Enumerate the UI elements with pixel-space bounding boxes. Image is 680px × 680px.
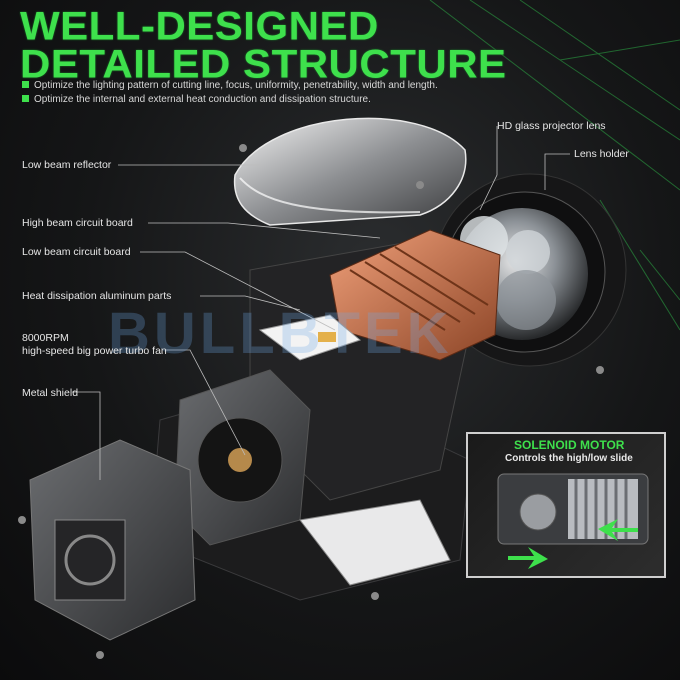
callout-lines	[72, 126, 570, 480]
solenoid-title: SOLENOID MOTOR	[514, 438, 625, 452]
reflector	[233, 117, 467, 226]
label-fan-rpm: 8000RPM	[22, 332, 69, 344]
label-high-beam-board: High beam circuit board	[22, 217, 133, 229]
page-title-line-2: DETAILED STRUCTURE	[20, 41, 507, 86]
circuit-board	[258, 314, 362, 361]
label-fan-desc: high-speed big power turbo fan	[22, 345, 167, 357]
bullet-square-icon	[22, 95, 29, 102]
solenoid-subtitle: Controls the high/low slide	[505, 453, 633, 464]
bullet-item: Optimize the internal and external heat …	[22, 94, 371, 105]
bullet-square-icon	[22, 81, 29, 88]
label-low-beam-reflector: Low beam reflector	[22, 159, 112, 171]
label-lens-holder: Lens holder	[574, 148, 629, 160]
screws	[18, 144, 604, 659]
watermark: BULLBTEK	[108, 301, 453, 366]
label-heat-parts: Heat dissipation aluminum parts	[22, 290, 172, 302]
metal-shield	[29, 439, 196, 641]
page-title-line-1: WELL-DESIGNED	[20, 3, 379, 48]
bullet-item: Optimize the lighting pattern of cutting…	[22, 80, 438, 91]
solenoid-motor-illustration	[497, 473, 649, 569]
bullet-text: Optimize the internal and external heat …	[34, 94, 371, 105]
bullet-text: Optimize the lighting pattern of cutting…	[34, 80, 438, 91]
lower-pcb	[299, 499, 451, 586]
turbo-fan	[174, 369, 311, 546]
solenoid-inset	[466, 432, 666, 578]
label-low-beam-board: Low beam circuit board	[22, 246, 131, 258]
label-lens: HD glass projector lens	[497, 120, 606, 132]
label-metal-shield: Metal shield	[22, 387, 79, 399]
